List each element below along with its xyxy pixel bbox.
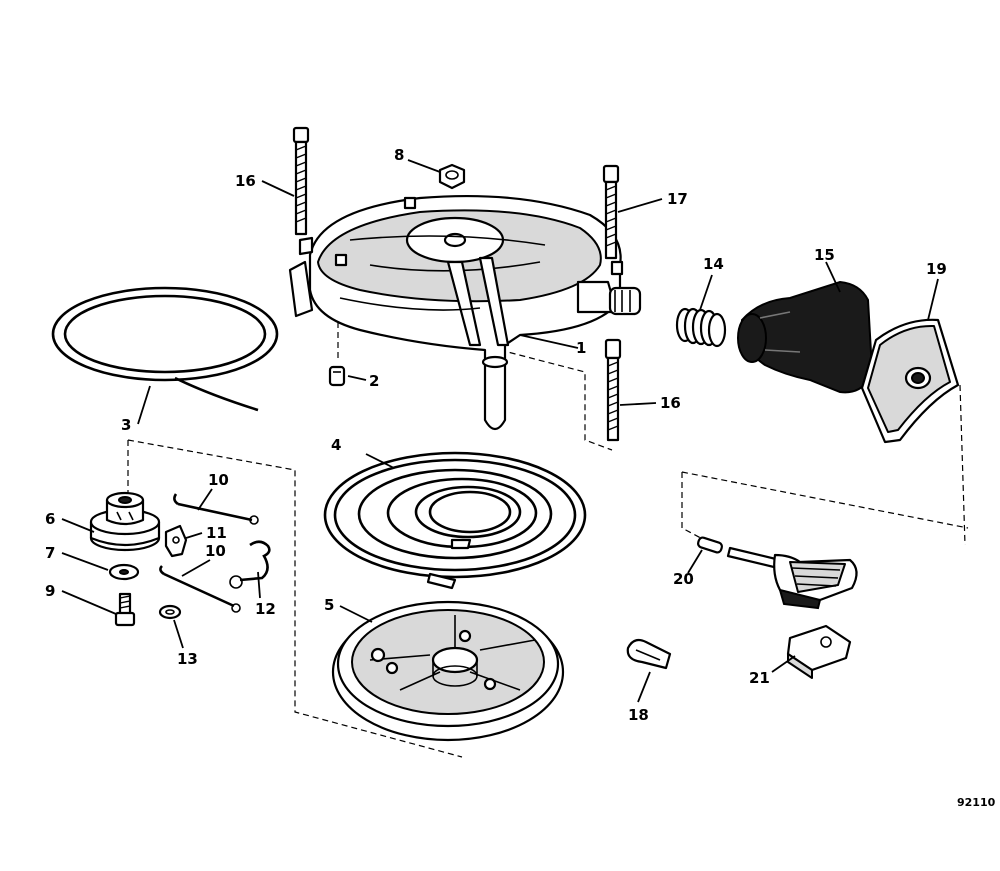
callout-17: 17	[667, 190, 688, 208]
nut-part-13	[158, 604, 182, 620]
rope-guide-part-15	[737, 280, 874, 394]
rope-part-3	[51, 286, 279, 412]
leader-lines	[61, 159, 939, 703]
screw-part-2	[328, 365, 346, 387]
callout-6: 6	[45, 510, 55, 528]
callout-3: 3	[121, 416, 131, 434]
starter-housing	[288, 194, 642, 431]
pulley-part-5	[331, 600, 565, 742]
callout-12: 12	[255, 600, 276, 618]
callout-2: 2	[369, 372, 379, 390]
callout-13: 13	[177, 650, 198, 668]
stud-part-17	[602, 164, 620, 260]
callout-16-right: 16	[660, 394, 681, 412]
pin-part-20	[696, 536, 724, 554]
callout-8: 8	[394, 146, 404, 164]
assembly-dashed-lines	[127, 322, 969, 758]
callout-21: 21	[749, 669, 770, 687]
callout-labels: 1 2 3 4 5 6 7 8 9 10 10 11 12 13 14 15 1…	[45, 146, 996, 809]
callout-16-top: 16	[235, 172, 256, 190]
stud-part-16-top	[292, 126, 310, 236]
callout-19: 19	[926, 260, 947, 278]
bolt-part-9	[114, 592, 136, 627]
nut-part-8	[438, 163, 466, 190]
callout-4: 4	[331, 436, 341, 454]
figure-id: 92110	[957, 796, 996, 809]
callout-18: 18	[628, 706, 649, 724]
callout-10-upper: 10	[208, 471, 229, 489]
callout-20: 20	[673, 570, 694, 588]
link-part-10-upper	[173, 493, 259, 525]
plate-part-19	[860, 318, 960, 444]
spring-part-14	[675, 307, 727, 348]
rewind-spring-part-4	[323, 451, 587, 590]
block-part-21	[786, 624, 852, 679]
starter-handle	[726, 546, 858, 610]
callout-10-lower: 10	[205, 542, 226, 560]
callout-9: 9	[45, 582, 55, 600]
callout-15: 15	[814, 246, 835, 264]
callout-11: 11	[206, 524, 227, 542]
washer-part-7	[108, 563, 140, 581]
stud-part-16-right	[604, 338, 622, 442]
link-part-10-lower	[159, 565, 241, 613]
hub-part-6	[89, 491, 161, 552]
spring-clip-part-12	[229, 540, 271, 589]
clip-part-18	[626, 638, 672, 670]
pawl-part-11	[164, 524, 188, 558]
callout-7: 7	[45, 544, 55, 562]
callout-14: 14	[703, 255, 724, 273]
callout-5: 5	[324, 596, 334, 614]
callout-1: 1	[576, 339, 586, 357]
